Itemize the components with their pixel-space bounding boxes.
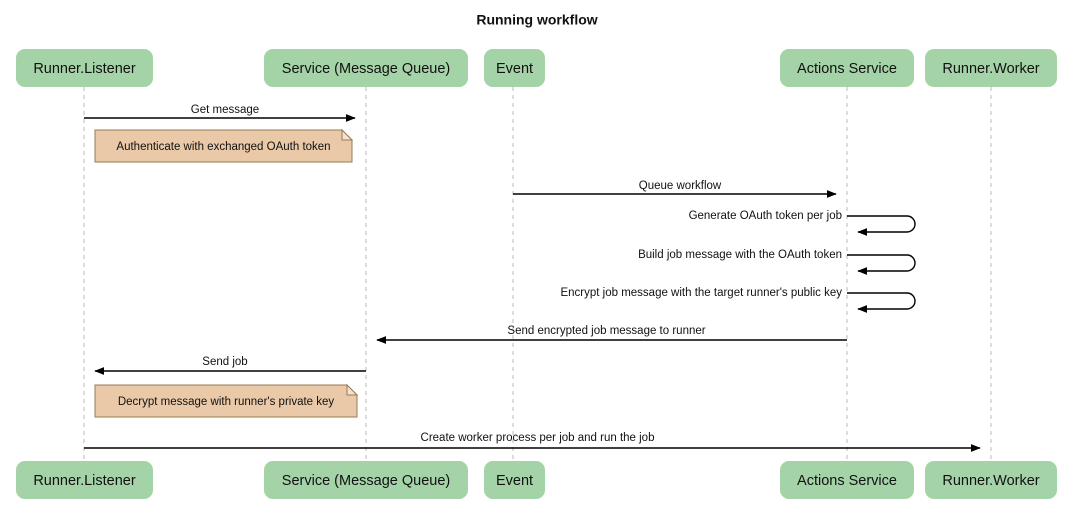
actor-box [264,461,468,499]
actor-label: Event [496,473,533,489]
message-send-encrypted-job-message-to-runner[interactable]: Send encrypted job message to runner [376,325,847,344]
actor-actions-service-head[interactable]: Actions Service [780,49,914,87]
actor-label: Actions Service [797,61,897,77]
actor-runner-listener-foot[interactable]: Runner.Listener [16,461,153,499]
actor-event-foot[interactable]: Event [484,461,545,499]
note-authenticate-with-exchanged-oauth-token: Authenticate with exchanged OAuth token [94,128,354,163]
message-build-job-message-with-the-oauth-token[interactable]: Build job message with the OAuth token [638,249,916,275]
message-label: Send encrypted job message to runner [507,325,705,337]
message-label: Build job message with the OAuth token [638,249,842,261]
message-label: Send job [202,356,247,368]
actor-service-message-queue-foot[interactable]: Service (Message Queue) [264,461,468,499]
actor-box [484,49,545,87]
message-send-job[interactable]: Send job [94,356,366,375]
actor-runner-worker-foot[interactable]: Runner.Worker [925,461,1057,499]
note-label: Authenticate with exchanged OAuth token [116,141,330,153]
note-fold-corner-icon [341,128,354,141]
self-call-path [847,254,916,275]
actor-box [16,49,153,87]
message-label: Queue workflow [639,180,722,192]
actor-label: Runner.Listener [33,473,136,489]
actor-box [16,461,153,499]
message-label: Encrypt job message with the target runn… [560,287,842,299]
note-body [94,384,358,418]
notes-layer: Authenticate with exchanged OAuth tokenD… [94,128,359,418]
actor-box [780,461,914,499]
actor-label: Runner.Worker [942,473,1039,489]
actor-event-head[interactable]: Event [484,49,545,87]
note-fold-corner-icon [346,383,359,396]
message-create-worker-process-per-job-and-run-the-job[interactable]: Create worker process per job and run th… [84,432,981,452]
actor-label: Actions Service [797,473,897,489]
message-generate-oauth-token-per-job[interactable]: Generate OAuth token per job [689,210,916,236]
message-encrypt-job-message-with-the-target-runners-public-key[interactable]: Encrypt job message with the target runn… [560,287,916,313]
actor-label: Service (Message Queue) [282,473,450,489]
message-label: Generate OAuth token per job [689,210,842,222]
actor-box [925,461,1057,499]
actor-service-message-queue-head[interactable]: Service (Message Queue) [264,49,468,87]
actor-label: Event [496,61,533,77]
actor-box [925,49,1057,87]
self-call-path [847,215,916,236]
self-call-path [847,292,916,313]
actor-label: Runner.Listener [33,61,136,77]
actor-actions-service-foot[interactable]: Actions Service [780,461,914,499]
actor-box [780,49,914,87]
message-queue-workflow[interactable]: Queue workflow [513,180,837,198]
actor-label: Runner.Worker [942,61,1039,77]
actor-runner-worker-head[interactable]: Runner.Worker [925,49,1057,87]
message-label: Create worker process per job and run th… [421,432,655,444]
actor-label: Service (Message Queue) [282,61,450,77]
note-body [94,129,353,163]
actor-box [264,49,468,87]
note-decrypt-message-with-runners-private-key: Decrypt message with runner's private ke… [94,383,359,418]
note-label: Decrypt message with runner's private ke… [118,396,335,408]
message-get-message[interactable]: Get message [84,104,356,122]
actor-runner-listener-head[interactable]: Runner.Listener [16,49,153,87]
lifelines-layer [83,87,992,461]
message-label: Get message [191,104,259,116]
actor-box [484,461,545,499]
page-title: Running workflow [476,12,597,28]
